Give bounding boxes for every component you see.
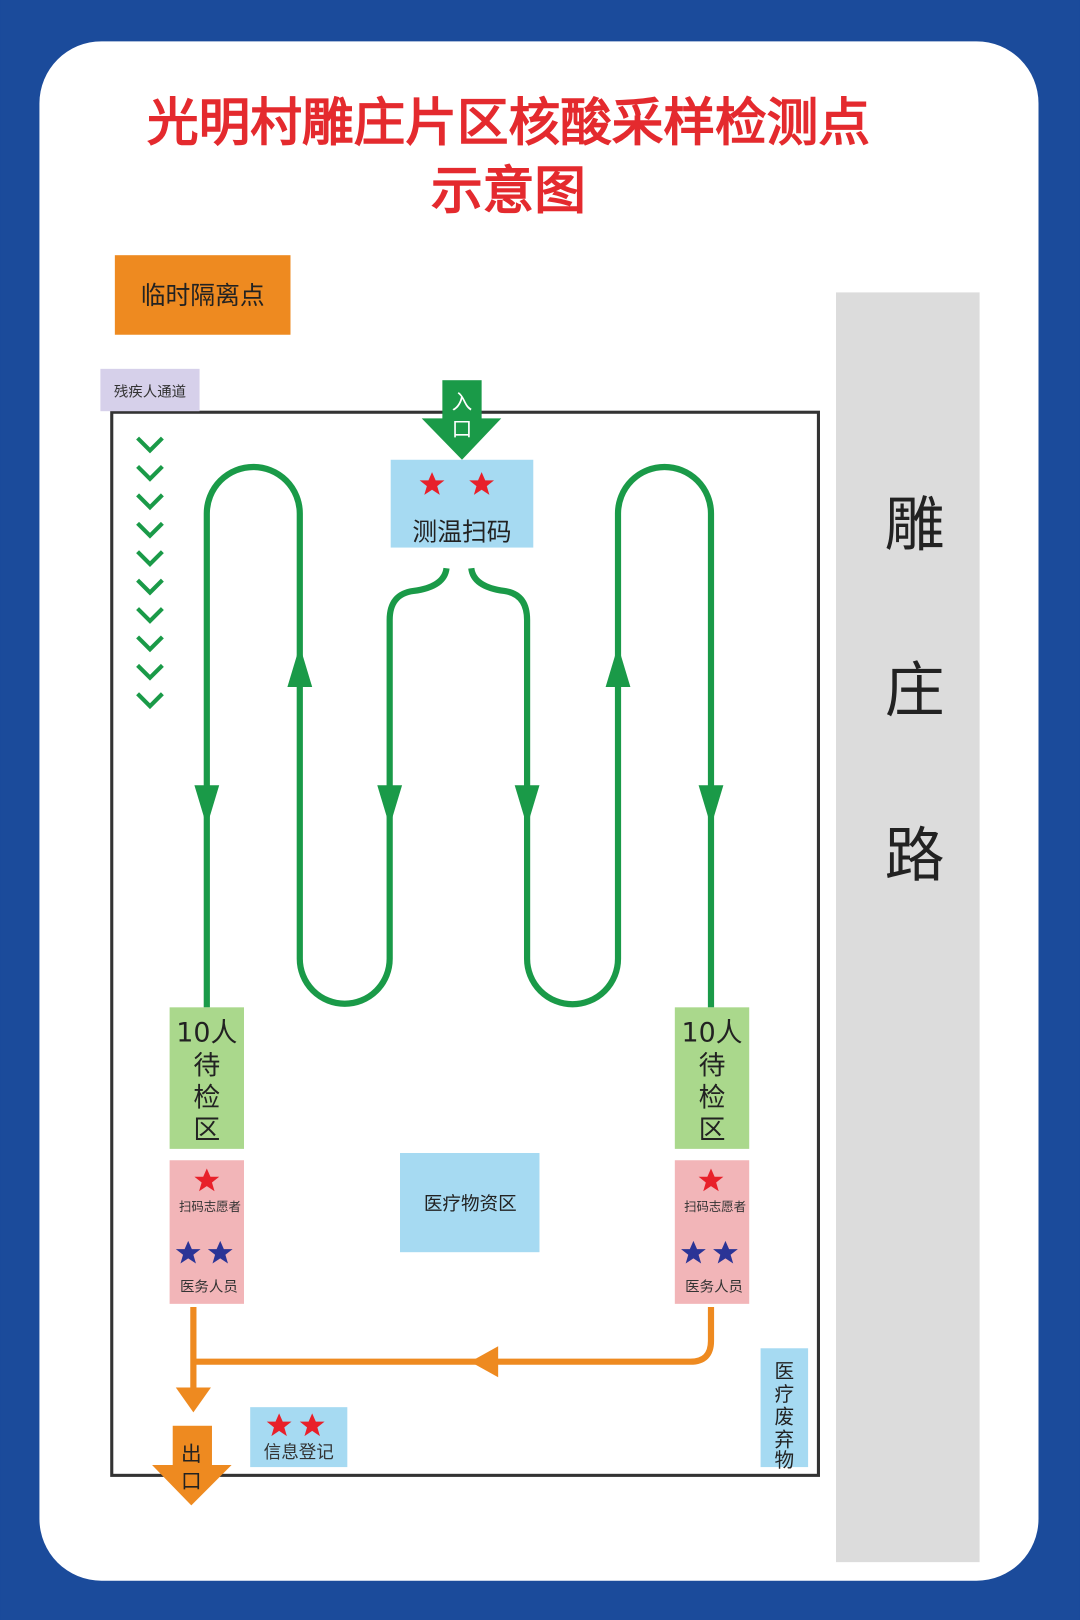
disabled-lane-chevrons (136, 436, 164, 710)
waste-char: 物 (775, 1449, 795, 1472)
waiting-label: 待 (699, 1050, 726, 1081)
road (836, 292, 980, 1563)
arrow-down-icon (514, 785, 540, 827)
exit-path (175, 1306, 715, 1413)
medical-supplies-area: 医疗物资区 (400, 1153, 540, 1253)
waiting-label: 检 (699, 1083, 726, 1114)
disabled-lane-label: 残疾人通道 (114, 384, 186, 401)
entrance-arrow: 入 口 (421, 380, 502, 460)
chevron-down-icon (136, 635, 164, 653)
volunteer-label: 扫码志愿者 (684, 1199, 746, 1214)
info-registration-label: 信息登记 (264, 1443, 334, 1463)
chevron-down-icon (136, 436, 164, 454)
waiting-label: 10人 (176, 1017, 237, 1048)
info-registration: 信息登记 (250, 1407, 348, 1468)
title-line1: 光明村雕庄片区核酸采样检测点 (147, 94, 870, 154)
road-char: 雕 (885, 491, 945, 561)
chevron-down-icon (136, 465, 164, 482)
chevron-down-icon (136, 550, 164, 568)
staff-box-right: 扫码志愿者 医务人员 (674, 1160, 750, 1304)
arrow-down-icon (175, 1387, 211, 1413)
road-char: 路 (885, 821, 945, 891)
title-line2: 示意图 (431, 162, 586, 222)
arrow-left-icon (470, 1346, 499, 1378)
medical-waste: 医 疗 废 弃 物 (760, 1348, 809, 1472)
chevron-down-icon (136, 692, 164, 710)
isolation-point: 临时隔离点 (114, 255, 291, 335)
disabled-lane: 残疾人通道 (100, 368, 200, 412)
temperature-scan-station: 测温扫码 (390, 459, 534, 548)
white-panel (39, 41, 1039, 1581)
exit-arrow: 出 口 (152, 1425, 232, 1506)
chevron-down-icon (136, 607, 164, 624)
waste-char: 废 (775, 1406, 795, 1429)
arrow-up-icon (605, 645, 631, 688)
waiting-area-left: 10人 待 检 区 (169, 1007, 244, 1149)
waiting-label: 检 (193, 1083, 220, 1114)
waste-char: 弃 (775, 1428, 795, 1451)
chevron-down-icon (136, 663, 164, 681)
staff-box-left: 扫码志愿者 医务人员 (169, 1160, 244, 1304)
waiting-area-right: 10人 待 检 区 (674, 1007, 750, 1149)
arrow-down-icon (698, 785, 724, 827)
waiting-label: 10人 (681, 1017, 742, 1048)
chevron-down-icon (136, 578, 164, 596)
waiting-label: 待 (193, 1050, 220, 1081)
waste-char: 疗 (775, 1383, 795, 1406)
flow-arrows (194, 645, 724, 827)
medical-supplies-label: 医疗物资区 (424, 1194, 517, 1215)
arrow-down-icon (194, 785, 220, 827)
entrance-char: 口 (452, 417, 473, 441)
entrance-char: 入 (452, 390, 473, 414)
isolation-point-label: 临时隔离点 (141, 281, 265, 310)
chevron-down-icon (136, 521, 164, 539)
arrow-down-icon (377, 785, 403, 827)
medical-staff-label: 医务人员 (685, 1278, 743, 1295)
waiting-label: 区 (699, 1115, 726, 1146)
volunteer-label: 扫码志愿者 (179, 1199, 241, 1214)
queue-path (203, 463, 715, 1008)
temp-scan-label: 测温扫码 (412, 517, 511, 546)
waiting-label: 区 (193, 1115, 220, 1146)
chevron-down-icon (136, 493, 164, 511)
road-char: 庄 (885, 656, 945, 726)
arrow-up-icon (287, 645, 313, 688)
waste-char: 医 (775, 1360, 795, 1383)
exit-char: 出 (181, 1442, 202, 1466)
exit-char: 口 (181, 1469, 202, 1493)
medical-staff-label: 医务人员 (180, 1278, 238, 1295)
